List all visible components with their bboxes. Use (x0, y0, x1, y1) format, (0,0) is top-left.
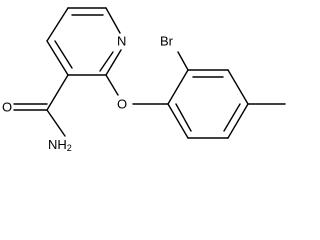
carbonyl-oxygen-label: O (2, 100, 12, 115)
bond-a4-a5-inner (223, 103, 241, 132)
bond-carbonyl-nitrogen (46, 109, 66, 137)
bond-a2-bromine (177, 51, 189, 71)
bond-a4-a5 (227, 103, 249, 139)
bond-c4-c6 (46, 7, 69, 42)
bond-a6-a1 (167, 103, 189, 139)
bond-c2-oxygen (105, 74, 119, 96)
bond-c3-carbonyl (46, 74, 69, 111)
carboxamide-group (13, 74, 69, 137)
ether-oxygen-label: O (117, 97, 127, 112)
bond-a6-a1-inner (175, 103, 192, 132)
bond-a1-a2 (167, 69, 189, 105)
pyridine-ring (46, 7, 122, 76)
bromotolyl-ring (167, 51, 286, 139)
bond-n1-c2 (105, 49, 122, 76)
bond-a3-a4 (227, 69, 249, 105)
pyridine-nitrogen-label: N (117, 34, 126, 49)
amide-nitrogen-subscript: 2 (67, 143, 72, 153)
amide-nitrogen-text: NH (48, 137, 67, 152)
amide-nitrogen-label: NH2 (48, 137, 72, 154)
bromine-label: Br (160, 34, 174, 49)
bond-c3-c4 (46, 40, 69, 76)
bond-n1-c2-inner (99, 51, 114, 72)
chemical-structure-diagram: N Br O O NH2 (2, 7, 286, 154)
ether-linkage (105, 74, 169, 105)
bond-c5-n1 (105, 7, 121, 34)
bond-c3-c4-inner (54, 40, 73, 69)
